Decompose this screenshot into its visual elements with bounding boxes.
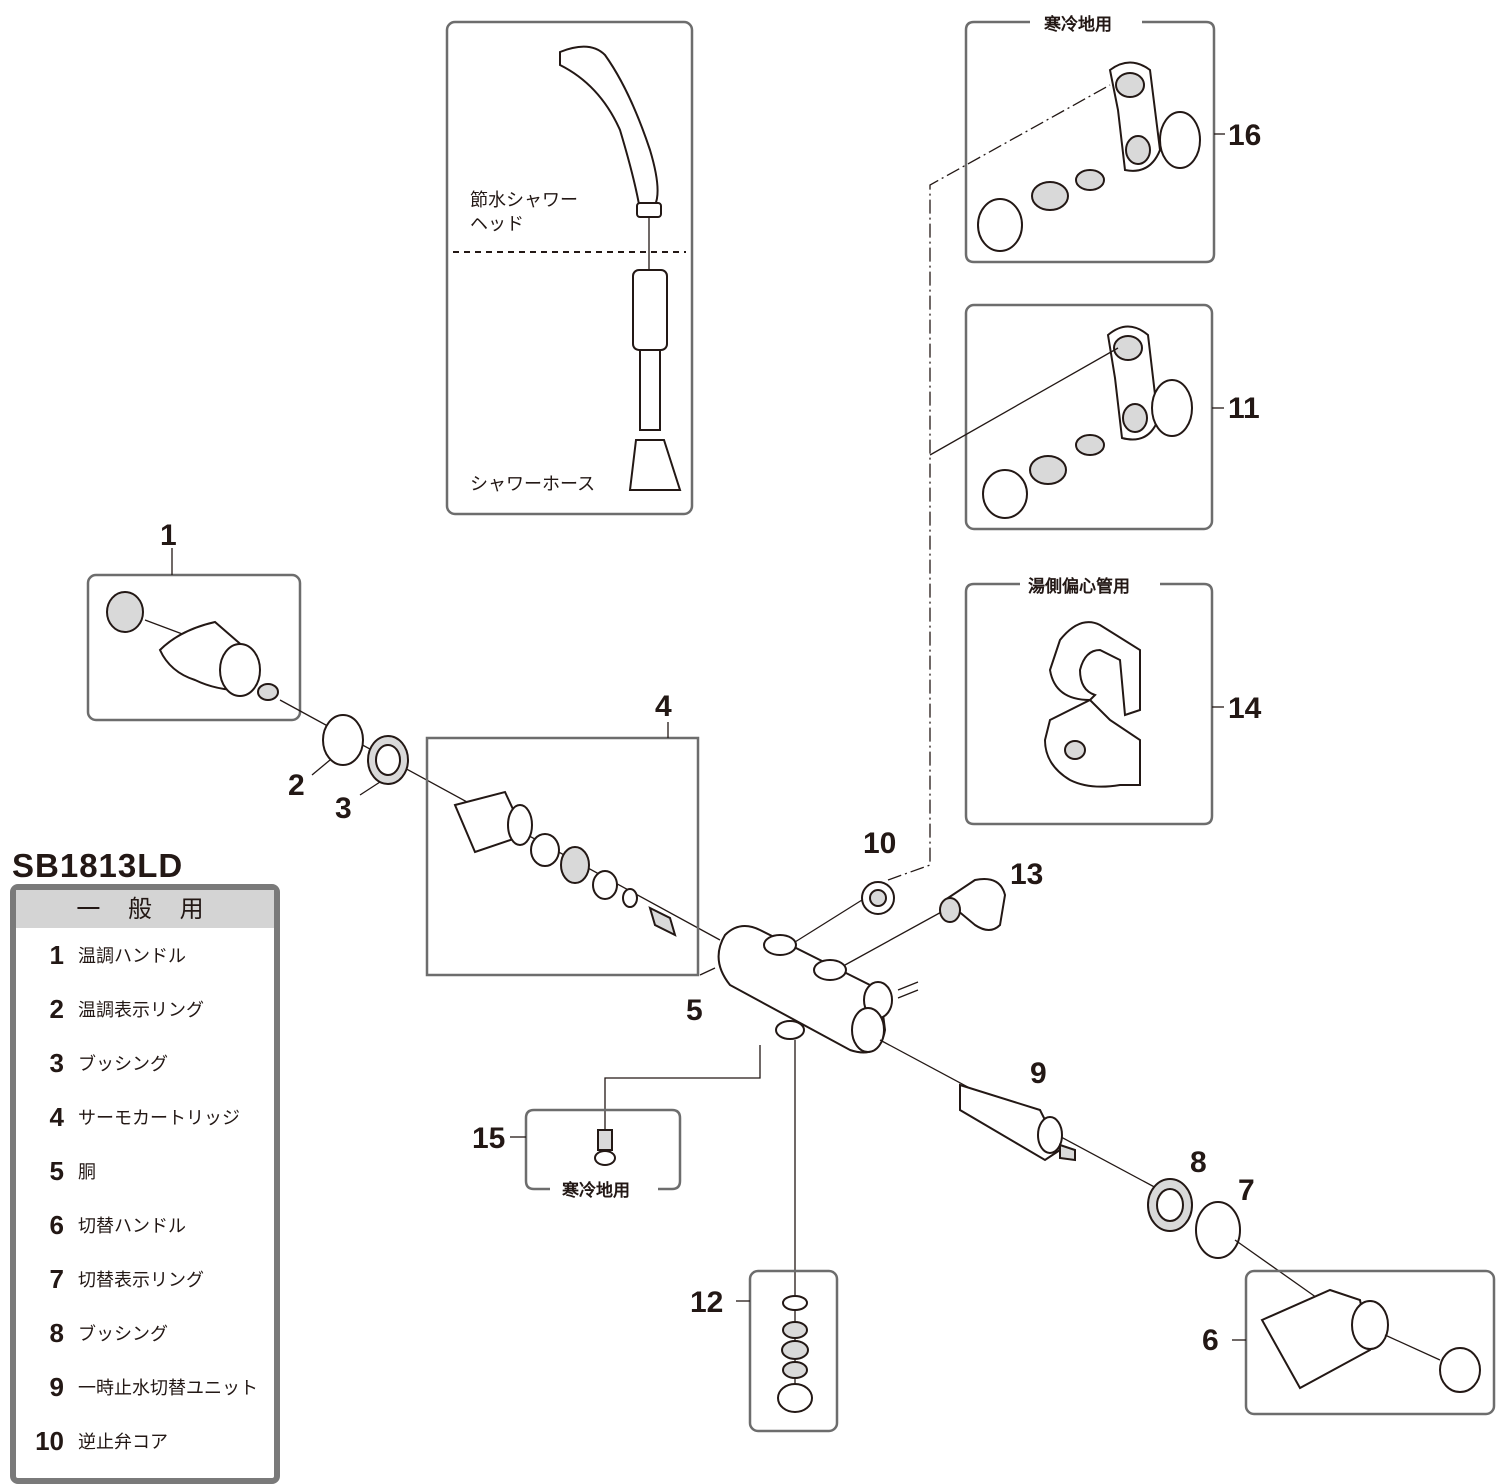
part-number: 3 xyxy=(49,1047,64,1078)
part-2-ring xyxy=(322,714,364,766)
callout-4: 4 xyxy=(655,690,672,723)
callout-8: 8 xyxy=(1190,1146,1207,1179)
box-strainer-set xyxy=(736,1269,839,1433)
callout-16: 16 xyxy=(1228,119,1261,152)
part-name: ブッシング xyxy=(78,1054,168,1075)
list-item: 2 温調表示リング xyxy=(16,982,274,1036)
callout-7: 7 xyxy=(1238,1174,1255,1207)
callout-1: 1 xyxy=(160,519,177,552)
part-number: 2 xyxy=(49,993,64,1024)
list-item: 3 ブッシング xyxy=(16,1036,274,1090)
list-item: 10 逆止弁コア xyxy=(16,1414,274,1468)
callout-12: 12 xyxy=(690,1286,723,1319)
callout-10: 10 xyxy=(863,827,896,860)
list-item: 7 切替表示リング xyxy=(16,1252,274,1306)
part-number: 8 xyxy=(49,1317,64,1348)
box-hot-side-eccentric: 湯側偏心管用 xyxy=(964,576,1224,826)
part-name: サーモカートリッジ xyxy=(78,1108,240,1129)
list-item: 9 一時止水切替ユニット xyxy=(16,1360,274,1414)
box-temperature-handle xyxy=(86,548,302,722)
exploded-parts-diagram: 節水シャワー ヘッド シャワーホース 寒冷地用 湯側偏心管用 xyxy=(86,14,1496,1433)
part-5-body xyxy=(699,925,893,1054)
callout-9: 9 xyxy=(1030,1057,1047,1090)
callout-13: 13 xyxy=(1010,858,1043,891)
shower-head-illustration xyxy=(559,45,659,212)
part-name: 切替表示リング xyxy=(78,1270,204,1291)
list-item: 4 サーモカートリッジ xyxy=(16,1090,274,1144)
box-cold-region-elbow: 寒冷地用 xyxy=(964,14,1225,264)
part-name: 胴 xyxy=(78,1162,96,1183)
shower-head-label-1: 節水シャワー xyxy=(470,190,578,211)
callout-6: 6 xyxy=(1202,1324,1219,1357)
cold-region-label-drain: 寒冷地用 xyxy=(562,1180,630,1201)
list-item: 6 切替ハンドル xyxy=(16,1198,274,1252)
shower-hose-fitting xyxy=(632,269,668,351)
callout-5: 5 xyxy=(686,994,703,1027)
part-name: 温調ハンドル xyxy=(78,946,186,967)
box-switch-handle xyxy=(1232,1269,1496,1416)
box-drain-plug: 寒冷地用 xyxy=(510,1108,682,1201)
part-name: 切替ハンドル xyxy=(78,1216,186,1237)
callout-11: 11 xyxy=(1228,392,1260,425)
shower-hose-label: シャワーホース xyxy=(470,474,595,495)
part-number: 4 xyxy=(49,1101,64,1132)
shower-head-label-2: ヘッド xyxy=(470,214,524,235)
callout-2: 2 xyxy=(288,769,305,802)
part-name: ブッシング xyxy=(78,1324,168,1345)
list-item: 8 ブッシング xyxy=(16,1306,274,1360)
list-item: 1 温調ハンドル xyxy=(16,928,274,982)
callout-3: 3 xyxy=(335,792,352,825)
box-elbow-standard xyxy=(964,303,1224,531)
callout-15: 15 xyxy=(472,1122,505,1155)
part-9-switch-unit xyxy=(959,1083,1076,1162)
cold-region-label-top: 寒冷地用 xyxy=(1044,14,1112,35)
part-number: 1 xyxy=(49,939,64,970)
part-number: 7 xyxy=(49,1263,64,1294)
parts-list-header: 一 般 用 xyxy=(16,890,274,928)
part-13-elbow xyxy=(939,878,1007,931)
part-name: 逆止弁コア xyxy=(78,1432,168,1453)
shower-box: 節水シャワー ヘッド シャワーホース xyxy=(445,20,694,516)
part-number: 6 xyxy=(49,1209,64,1240)
hot-side-eccentric-label: 湯側偏心管用 xyxy=(1028,576,1130,597)
part-number: 5 xyxy=(49,1155,64,1186)
part-name: 一時止水切替ユニット xyxy=(78,1378,258,1399)
part-7-ring xyxy=(1195,1201,1241,1259)
parts-list-table: 一 般 用 1 温調ハンドル 2 温調表示リング 3 ブッシング 4 サーモカートリッジ… xyxy=(10,884,280,1484)
box-thermo-cartridge xyxy=(425,722,700,977)
part-name: 温調表示リング xyxy=(78,1000,204,1021)
callout-14: 14 xyxy=(1228,692,1262,725)
model-number: SB1813LD xyxy=(12,847,184,884)
part-number: 9 xyxy=(49,1371,64,1402)
part-number: 10 xyxy=(35,1425,64,1456)
